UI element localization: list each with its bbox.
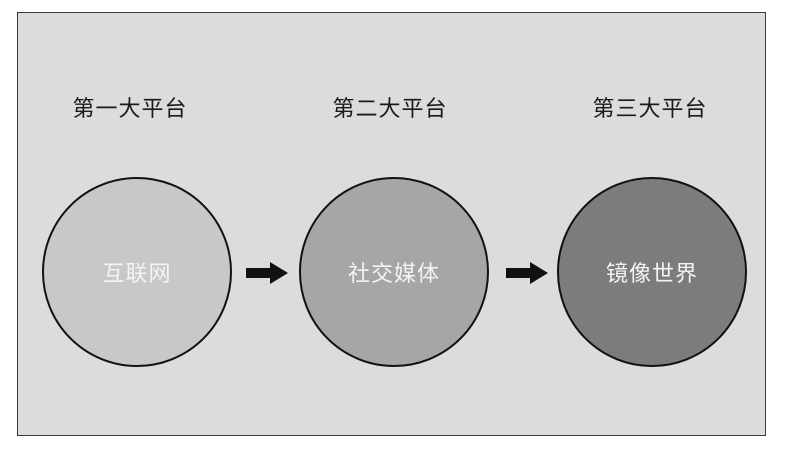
stage-2-heading: 第二大平台 <box>332 97 448 122</box>
stage-1-heading: 第一大平台 <box>72 97 188 122</box>
right-arrow-icon <box>506 262 548 284</box>
stage-3-label: 镜像世界 <box>605 262 698 287</box>
right-arrow-icon <box>246 262 288 284</box>
diagram-frame: 第一大平台 第二大平台 第三大平台 互联网 社交媒体 镜像世界 <box>17 12 766 436</box>
stage-2-circle: 社交媒体 <box>299 177 489 367</box>
stage-3-heading: 第三大平台 <box>592 97 708 122</box>
stage-1-label: 互联网 <box>102 262 172 287</box>
stage-1-circle: 互联网 <box>42 177 232 367</box>
stage-3-circle: 镜像世界 <box>557 177 747 367</box>
diagram-canvas: 第一大平台 第二大平台 第三大平台 互联网 社交媒体 镜像世界 <box>18 13 767 437</box>
stage-2-label: 社交媒体 <box>347 262 440 287</box>
